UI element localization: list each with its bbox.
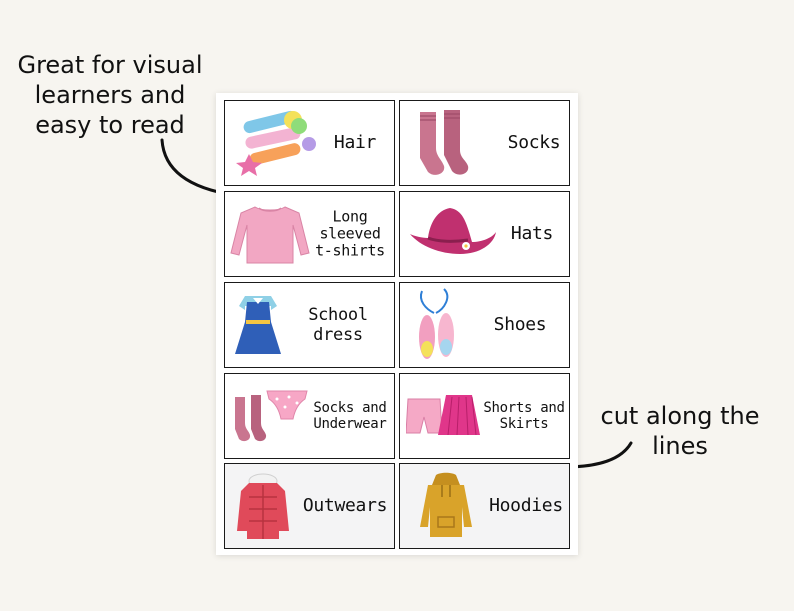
card-school-dress[interactable]: School dress <box>224 282 395 368</box>
shorts-skirt-icon <box>406 395 480 436</box>
ballet-shoes-icon <box>419 288 454 359</box>
card-label: Socks <box>507 132 561 153</box>
socks-underwear-icon <box>235 390 308 442</box>
annotation-visual-learners: Great for visual learners and easy to re… <box>17 51 203 139</box>
card-label: Shoes <box>493 314 547 335</box>
card-hats[interactable]: Hats <box>399 191 570 277</box>
card-label: Hoodies <box>489 495 563 516</box>
cards-sheet: Hair Socks Long sleeved t-shirts Hats <box>216 93 578 555</box>
card-label: Long sleeved t-shirts <box>315 207 385 260</box>
card-hoodies[interactable]: Hoodies <box>399 463 570 549</box>
card-label: School dress <box>308 305 368 345</box>
puffer-jacket-icon <box>237 473 289 539</box>
hair-clips-icon <box>236 110 316 176</box>
card-label: Hair <box>333 132 377 153</box>
card-label: Shorts and Skirts <box>483 400 565 432</box>
card-long-sleeved[interactable]: Long sleeved t-shirts <box>224 191 395 277</box>
card-label: Socks and Underwear <box>313 400 387 432</box>
card-label: Hats <box>510 223 554 244</box>
card-socks[interactable]: Socks <box>399 100 570 186</box>
card-socks-underwear[interactable]: Socks and Underwear <box>224 373 395 459</box>
socks-icon <box>420 110 469 175</box>
school-dress-icon <box>235 296 281 354</box>
card-hair[interactable]: Hair <box>224 100 395 186</box>
card-shoes[interactable]: Shoes <box>399 282 570 368</box>
card-shorts-skirts[interactable]: Shorts and Skirts <box>399 373 570 459</box>
card-label: Outwears <box>302 495 388 516</box>
long-sleeve-shirt-icon <box>230 206 310 264</box>
hoodie-icon <box>420 472 472 537</box>
card-outwears[interactable]: Outwears <box>224 463 395 549</box>
cowboy-hat-icon <box>410 208 496 254</box>
annotation-cut-lines: cut along the lines <box>600 402 760 460</box>
